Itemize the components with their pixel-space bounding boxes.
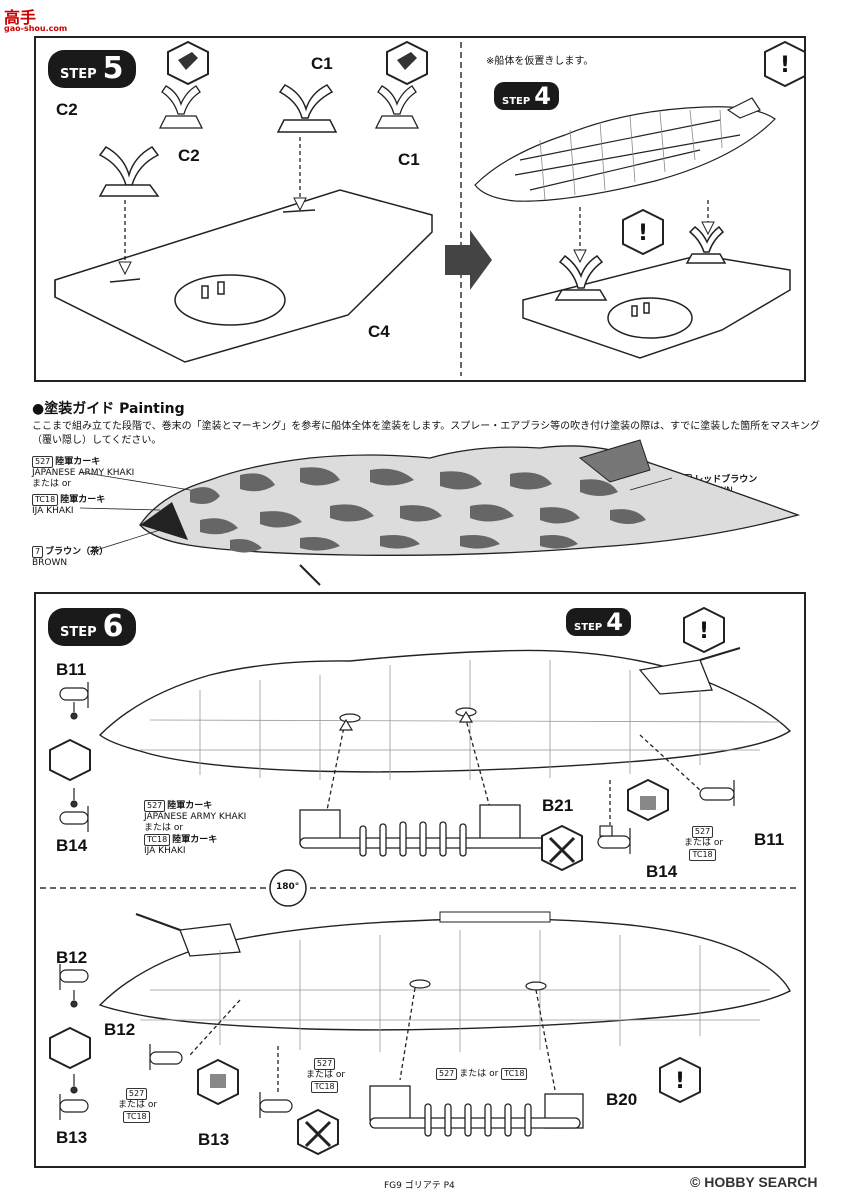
painting-text: ここまで組み立てた段階で、巻末の「塗装とマーキング」を参考に船体全体を塗装をしま…: [32, 421, 820, 446]
part-b20: [369, 1085, 584, 1137]
rotate-label: 180°: [276, 882, 300, 892]
svg-text:!: !: [780, 53, 790, 78]
label-c2-below: C2: [178, 146, 200, 165]
step5-note: ※船体を仮置きします。: [486, 56, 594, 67]
label-b14: B14: [56, 836, 88, 855]
svg-text:!: !: [675, 1069, 685, 1094]
hobby-search-logo: © HOBBY SEARCH: [690, 1174, 818, 1190]
label-c2: C2: [56, 100, 78, 119]
label-b11: B11: [56, 660, 87, 679]
page-footer: FG9 ゴリアテ P4: [384, 1181, 455, 1191]
svg-text:!: !: [699, 619, 709, 644]
label-b21: B21: [542, 796, 574, 815]
label-c4: C4: [368, 322, 390, 341]
color-527-lower-mid: 527 または or TC18: [306, 1058, 346, 1093]
rotate-icon: [269, 869, 307, 907]
label-b12: B12: [56, 948, 88, 967]
watermark-url: gao-shou.com: [4, 24, 68, 33]
label-c1-right: C1: [398, 150, 420, 169]
label-b20: B20: [606, 1090, 638, 1109]
painting-title: ●塗装ガイド Painting: [32, 401, 185, 417]
color-527-right: 527 または or TC18: [684, 826, 724, 861]
watermark-logo: 高手: [4, 8, 37, 27]
label-b13-mid: B13: [198, 1130, 230, 1149]
stand-c1: [276, 84, 338, 133]
label-b14-mid: B14: [646, 862, 678, 881]
base-plate-c4: [54, 189, 433, 363]
label-b13: B13: [56, 1128, 88, 1147]
stand-c2: [98, 146, 160, 197]
color-527-lower-left: 527 または or TC18: [118, 1088, 158, 1123]
part-b21: [299, 804, 551, 857]
warning-icon: [622, 40, 806, 256]
label-c1: C1: [311, 54, 333, 73]
label-b11-right: B11: [754, 830, 785, 849]
painting-ship: [79, 439, 801, 586]
ship-small: [474, 97, 776, 202]
step5-drawing: !!: [54, 40, 806, 376]
svg-text:!: !: [638, 221, 648, 246]
label-b12-left: B12: [104, 1020, 136, 1039]
